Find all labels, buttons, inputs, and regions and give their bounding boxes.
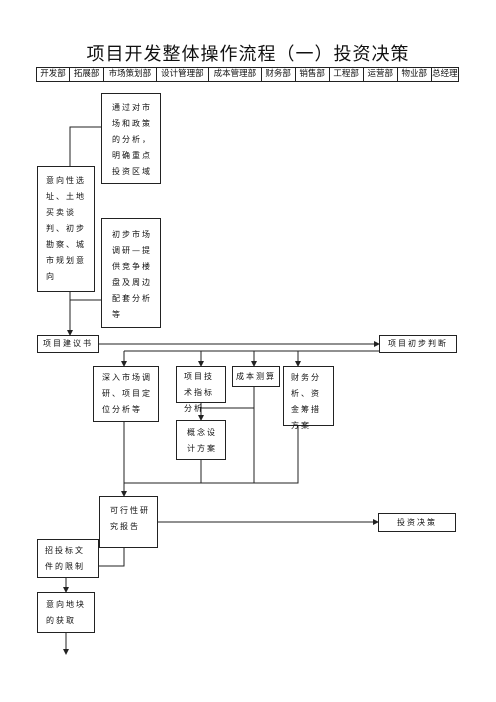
node-market-policy: 通过对市场和政策的分析，明确重点投资区域 xyxy=(101,93,161,184)
dept-finance: 财务部 xyxy=(262,68,296,81)
page-title: 项目开发整体操作流程（一）投资决策 xyxy=(86,44,410,65)
node-finance-plan: 财务分析、资金筹措方案 xyxy=(283,366,334,430)
dept-sales: 销售部 xyxy=(296,68,330,81)
dept-general-manager: 总经理 xyxy=(432,69,458,79)
dept-marketing: 市场策划部 xyxy=(104,68,157,81)
node-deep-survey: 深入市场调研、项目定位分析等 xyxy=(93,366,159,422)
department-header-row: 开发部 拓展部 市场策划部 设计管理部 成本管理部 财务部 销售部 工程部 运营… xyxy=(36,67,459,82)
node-intent-site: 意向性选址、土地买卖谈判、初步勘察、城市规划意向 xyxy=(37,166,95,292)
node-feasibility-report: 可行性研究报告 xyxy=(99,496,158,548)
dept-design-management: 设计管理部 xyxy=(157,68,210,81)
node-preliminary-judgment: 项目初步判断 xyxy=(379,335,457,353)
node-market-survey: 初步市场调研—提供竞争楼盘及周边配套分析等 xyxy=(101,218,161,328)
node-tender-limits: 招投标文件的限制 xyxy=(37,539,99,578)
node-concept-design: 概念设计方案 xyxy=(176,420,226,460)
node-project-proposal: 项目建议书 xyxy=(37,335,99,353)
dept-engineering: 工程部 xyxy=(330,68,364,81)
dept-cost-management: 成本管理部 xyxy=(209,68,262,81)
dept-operations: 运营部 xyxy=(364,68,398,81)
node-cost-calc: 成本测算 xyxy=(232,366,280,387)
dept-property: 物业部 xyxy=(398,68,432,81)
node-intent-land: 意向地块的获取 xyxy=(37,592,95,633)
dept-expansion: 拓展部 xyxy=(70,68,105,81)
dept-development: 开发部 xyxy=(37,68,71,81)
node-investment-decision: 投资决策 xyxy=(378,513,456,532)
node-tech-index: 项目技术指标分析 xyxy=(176,366,226,413)
